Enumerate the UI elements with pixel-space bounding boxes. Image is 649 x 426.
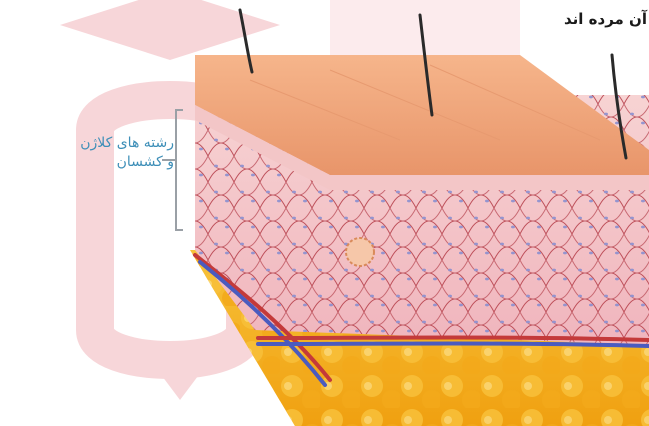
gland-cluster (346, 238, 374, 266)
collagen-fibers-label: رشته های کلاژن و کشسان (74, 134, 174, 172)
dead-cells-label: آن مرده اند (564, 10, 647, 28)
